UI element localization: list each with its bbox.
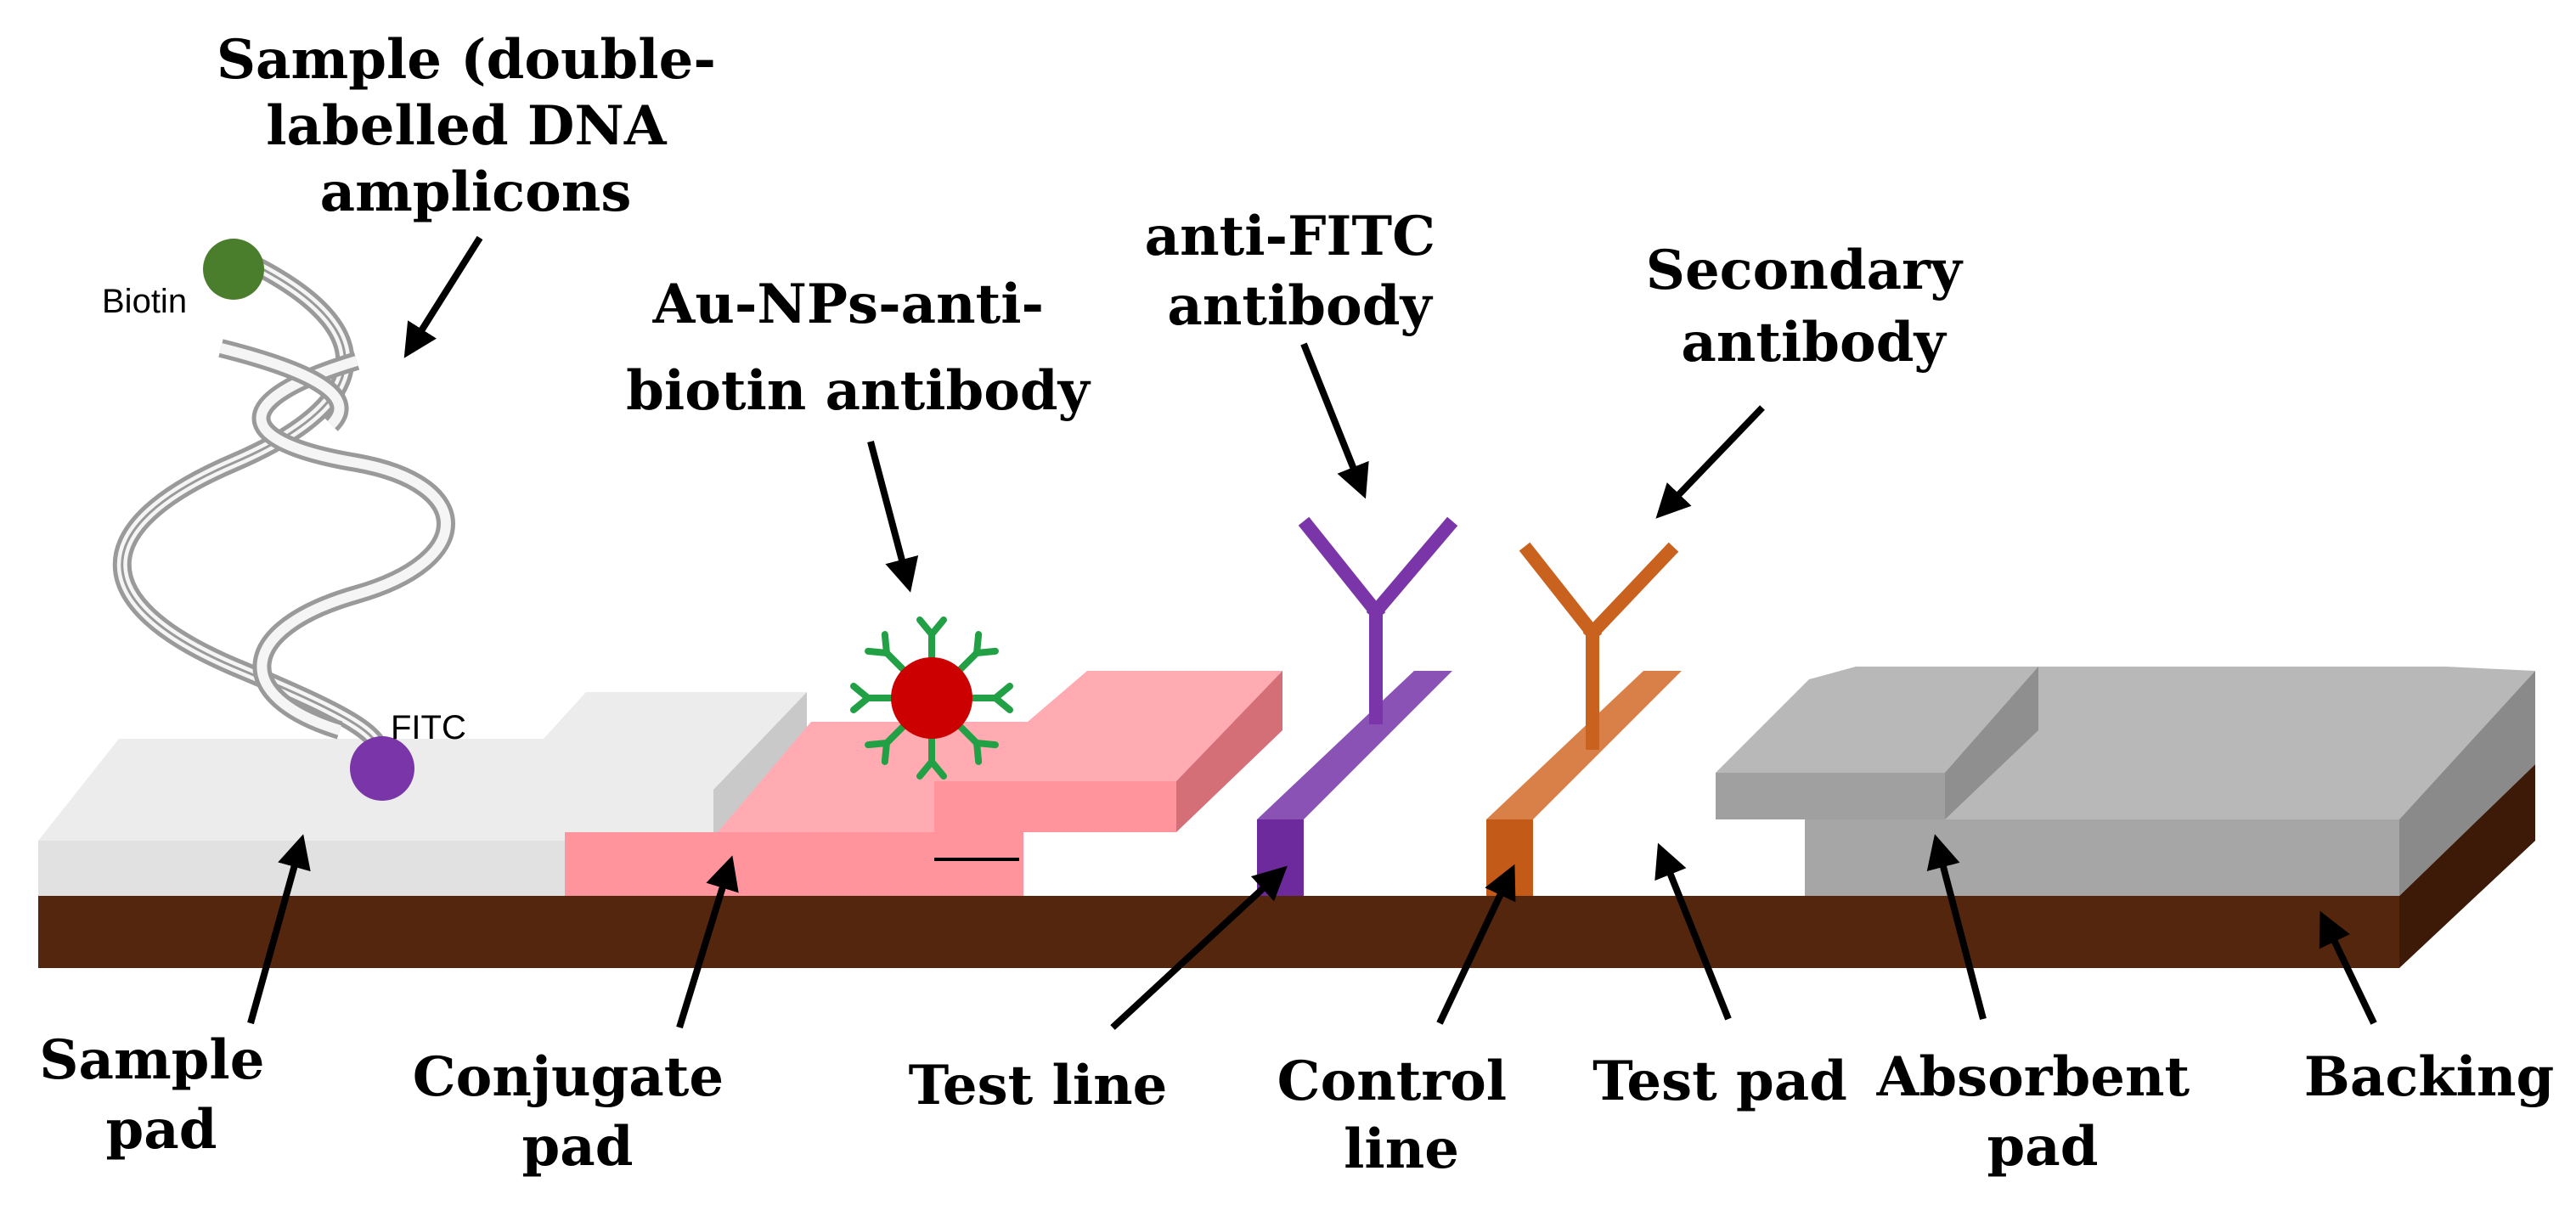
- test-line-strip: [1257, 671, 1452, 896]
- arrow-backing: [2319, 910, 2377, 1025]
- arrow-conjugate-pad: [676, 855, 739, 1029]
- label-conjugate-pad: Conjugate pad: [413, 1045, 743, 1179]
- secondary-antibody-icon: [1519, 542, 1679, 750]
- label-sample-title: Sample (double- labelled DNA amplicons: [217, 28, 735, 224]
- label-biotin: Biotin: [102, 283, 187, 320]
- label-anti-fitc: anti-FITC antibody: [1145, 205, 1455, 338]
- arrow-control-line: [1436, 864, 1516, 1025]
- label-conjugate-title: Au-NPs-anti- biotin antibody: [626, 273, 1091, 423]
- label-sample-pad: Sample pad: [39, 1028, 283, 1162]
- arrow-secondary: [1655, 405, 1765, 519]
- arrow-conjugate: [867, 440, 919, 593]
- annotation-arrows: [247, 235, 2377, 1030]
- biotin-icon: [203, 239, 264, 300]
- arrow-sample-pad: [247, 834, 311, 1025]
- label-test-line: Test line: [909, 1054, 1168, 1117]
- arrow-absorbent-pad: [1926, 834, 1987, 1021]
- fitc-icon: [350, 736, 414, 801]
- conjugate-pad: [565, 671, 1282, 896]
- anti-fitc-antibody-icon: [1298, 516, 1458, 724]
- arrow-sample: [403, 235, 483, 358]
- label-absorbent-pad: Absorbent pad: [1876, 1045, 2209, 1179]
- label-test-pad: Test pad: [1592, 1050, 1847, 1113]
- label-fitc: FITC: [391, 709, 466, 746]
- control-line-strip: [1486, 671, 1682, 896]
- gold-nanoparticle-icon: [850, 616, 1013, 780]
- label-backing: Backing: [2304, 1045, 2554, 1109]
- arrow-test-pad: [1654, 842, 1732, 1021]
- absorbent-pad: [1716, 667, 2535, 896]
- label-control-line: Control line: [1277, 1050, 1526, 1181]
- arrow-test-line: [1110, 865, 1288, 1030]
- label-secondary: Secondary antibody: [1646, 239, 1981, 374]
- dna-amplicon-icon: [112, 245, 455, 773]
- arrow-anti-fitc: [1300, 342, 1369, 499]
